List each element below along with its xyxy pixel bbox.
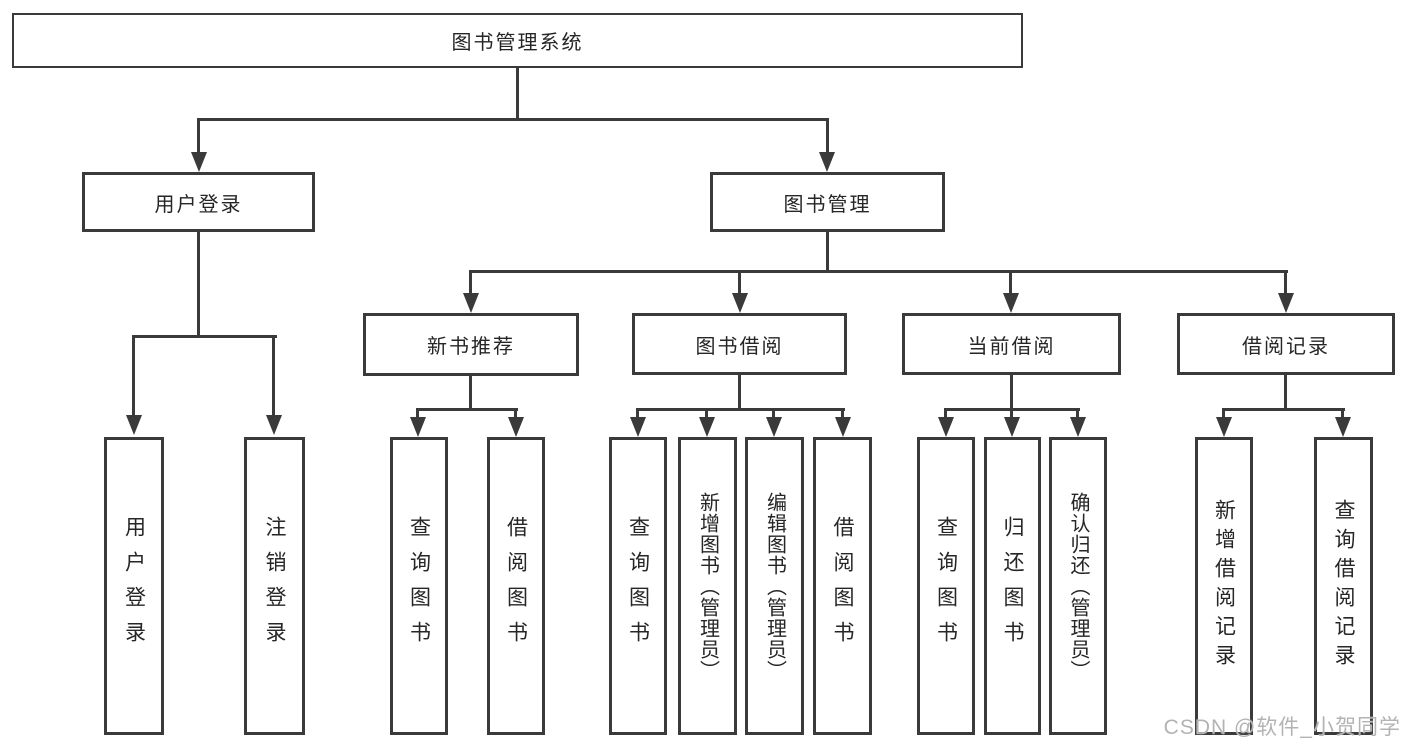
leaf-label: 新增借阅记录: [1212, 499, 1236, 673]
connector-borrow-bar: [636, 408, 845, 411]
connector-stem-leaf: [841, 408, 844, 422]
node-new-book-recommend: 新书推荐: [363, 313, 579, 376]
node-return-books: 归还图书: [984, 437, 1041, 735]
arrow-down-icon: [1216, 417, 1232, 437]
connector-stem-records: [1284, 270, 1287, 298]
arrow-down-icon: [410, 417, 426, 437]
node-query-books-recommend: 查询图书: [390, 437, 448, 735]
connector-stem-recommend: [469, 270, 472, 298]
node-logout-leaf: 注销登录: [244, 437, 305, 735]
connector-recommend-bar: [416, 408, 518, 411]
leaf-label: 归还图书: [1001, 516, 1024, 656]
arrow-down-icon: [1335, 417, 1351, 437]
connector-root-riser: [516, 68, 519, 118]
arrow-down-icon: [1070, 417, 1086, 437]
connector-stem-leaf: [944, 408, 947, 422]
arrow-down-icon: [1003, 293, 1019, 313]
arrow-down-icon: [463, 293, 479, 313]
leaf-label: 用户登录: [122, 516, 146, 656]
node-label: 借阅记录: [1242, 335, 1330, 358]
connector-stem-leaf: [772, 408, 775, 422]
leaf-label: 新增图书（管理员）: [696, 491, 719, 681]
arrow-down-icon: [699, 417, 715, 437]
arrow-down-icon: [630, 417, 646, 437]
node-query-borrow-record: 查询借阅记录: [1314, 437, 1373, 735]
connector-records-riser: [1284, 375, 1287, 408]
leaf-label: 确认归还（管理员）: [1067, 491, 1089, 681]
node-borrow-books-leaf: 借阅图书: [813, 437, 872, 735]
node-label: 图书管理: [783, 193, 872, 216]
node-add-books-admin: 新增图书（管理员）: [678, 437, 737, 735]
node-query-books-borrow: 查询图书: [609, 437, 667, 735]
connector-recommend-riser: [469, 375, 472, 408]
csdn-watermark: CSDN @软件_小贺同学: [1163, 716, 1401, 739]
arrow-down-icon: [766, 417, 782, 437]
connector-stem-leaf: [1010, 408, 1013, 422]
arrow-down-icon: [938, 417, 954, 437]
node-label: 当前借阅: [967, 335, 1056, 358]
node-book-management: 图书管理: [710, 172, 945, 232]
connector-mgmt-bar: [469, 270, 1288, 273]
connector-stem-login: [197, 118, 200, 156]
arrow-down-icon: [819, 152, 835, 172]
arrow-down-icon: [1278, 293, 1294, 313]
node-confirm-return-admin: 确认归还（管理员）: [1049, 437, 1107, 735]
arrow-down-icon: [1004, 417, 1020, 437]
node-borrow-books-recommend: 借阅图书: [487, 437, 545, 735]
connector-stem-leaf: [416, 408, 419, 422]
node-add-borrow-record: 新增借阅记录: [1195, 437, 1253, 735]
connector-root-bar: [197, 118, 829, 121]
node-library-management-system: 图书管理系统: [12, 13, 1023, 68]
node-book-borrowing: 图书借阅: [632, 313, 847, 375]
node-borrowing-records: 借阅记录: [1177, 313, 1395, 375]
connector-current-riser: [1010, 375, 1013, 408]
connector-stem-leaf: [1076, 408, 1079, 422]
leaf-label: 查询借阅记录: [1332, 499, 1355, 673]
connector-borrow-riser: [738, 375, 741, 408]
arrow-down-icon: [191, 152, 207, 172]
arrow-down-icon: [266, 415, 282, 435]
leaf-label: 查询图书: [407, 516, 431, 656]
connector-stem-login-leaf1: [132, 335, 135, 419]
node-query-books-current: 查询图书: [917, 437, 975, 735]
arrow-down-icon: [126, 415, 142, 435]
connector-stem-leaf: [514, 408, 517, 422]
node-current-borrowing: 当前借阅: [902, 313, 1121, 375]
arrow-down-icon: [835, 417, 851, 437]
connector-stem-leaf: [636, 408, 639, 422]
connector-stem-leaf: [705, 408, 708, 422]
connector-stem-login-leaf2: [272, 335, 275, 419]
leaf-label: 编辑图书（管理员）: [763, 491, 786, 681]
connector-records-bar: [1222, 408, 1345, 411]
node-user-login-leaf: 用户登录: [104, 437, 164, 735]
connector-stem-current: [1009, 270, 1012, 298]
leaf-label: 借阅图书: [504, 516, 528, 656]
connector-stem-leaf: [1341, 408, 1344, 422]
leaf-label: 查询图书: [934, 516, 958, 656]
node-label: 图书借阅: [695, 335, 784, 358]
connector-stem-borrow: [738, 270, 741, 298]
node-label: 新书推荐: [427, 336, 515, 358]
connector-stem-mgmt: [826, 118, 829, 156]
leaf-label: 注销登录: [263, 516, 286, 656]
node-edit-books-admin: 编辑图书（管理员）: [745, 437, 804, 735]
leaf-label: 借阅图书: [831, 516, 854, 656]
connector-stem-leaf: [1222, 408, 1225, 422]
arrow-down-icon: [732, 293, 748, 313]
arrow-down-icon: [508, 417, 524, 437]
connector-login-riser: [197, 232, 200, 335]
connector-mgmt-riser: [826, 232, 829, 270]
connector-login-bar: [132, 335, 277, 338]
leaf-label: 查询图书: [626, 516, 650, 656]
node-label: 用户登录: [154, 193, 243, 216]
node-user-login: 用户登录: [82, 172, 315, 232]
node-label: 图书管理系统: [451, 32, 584, 54]
